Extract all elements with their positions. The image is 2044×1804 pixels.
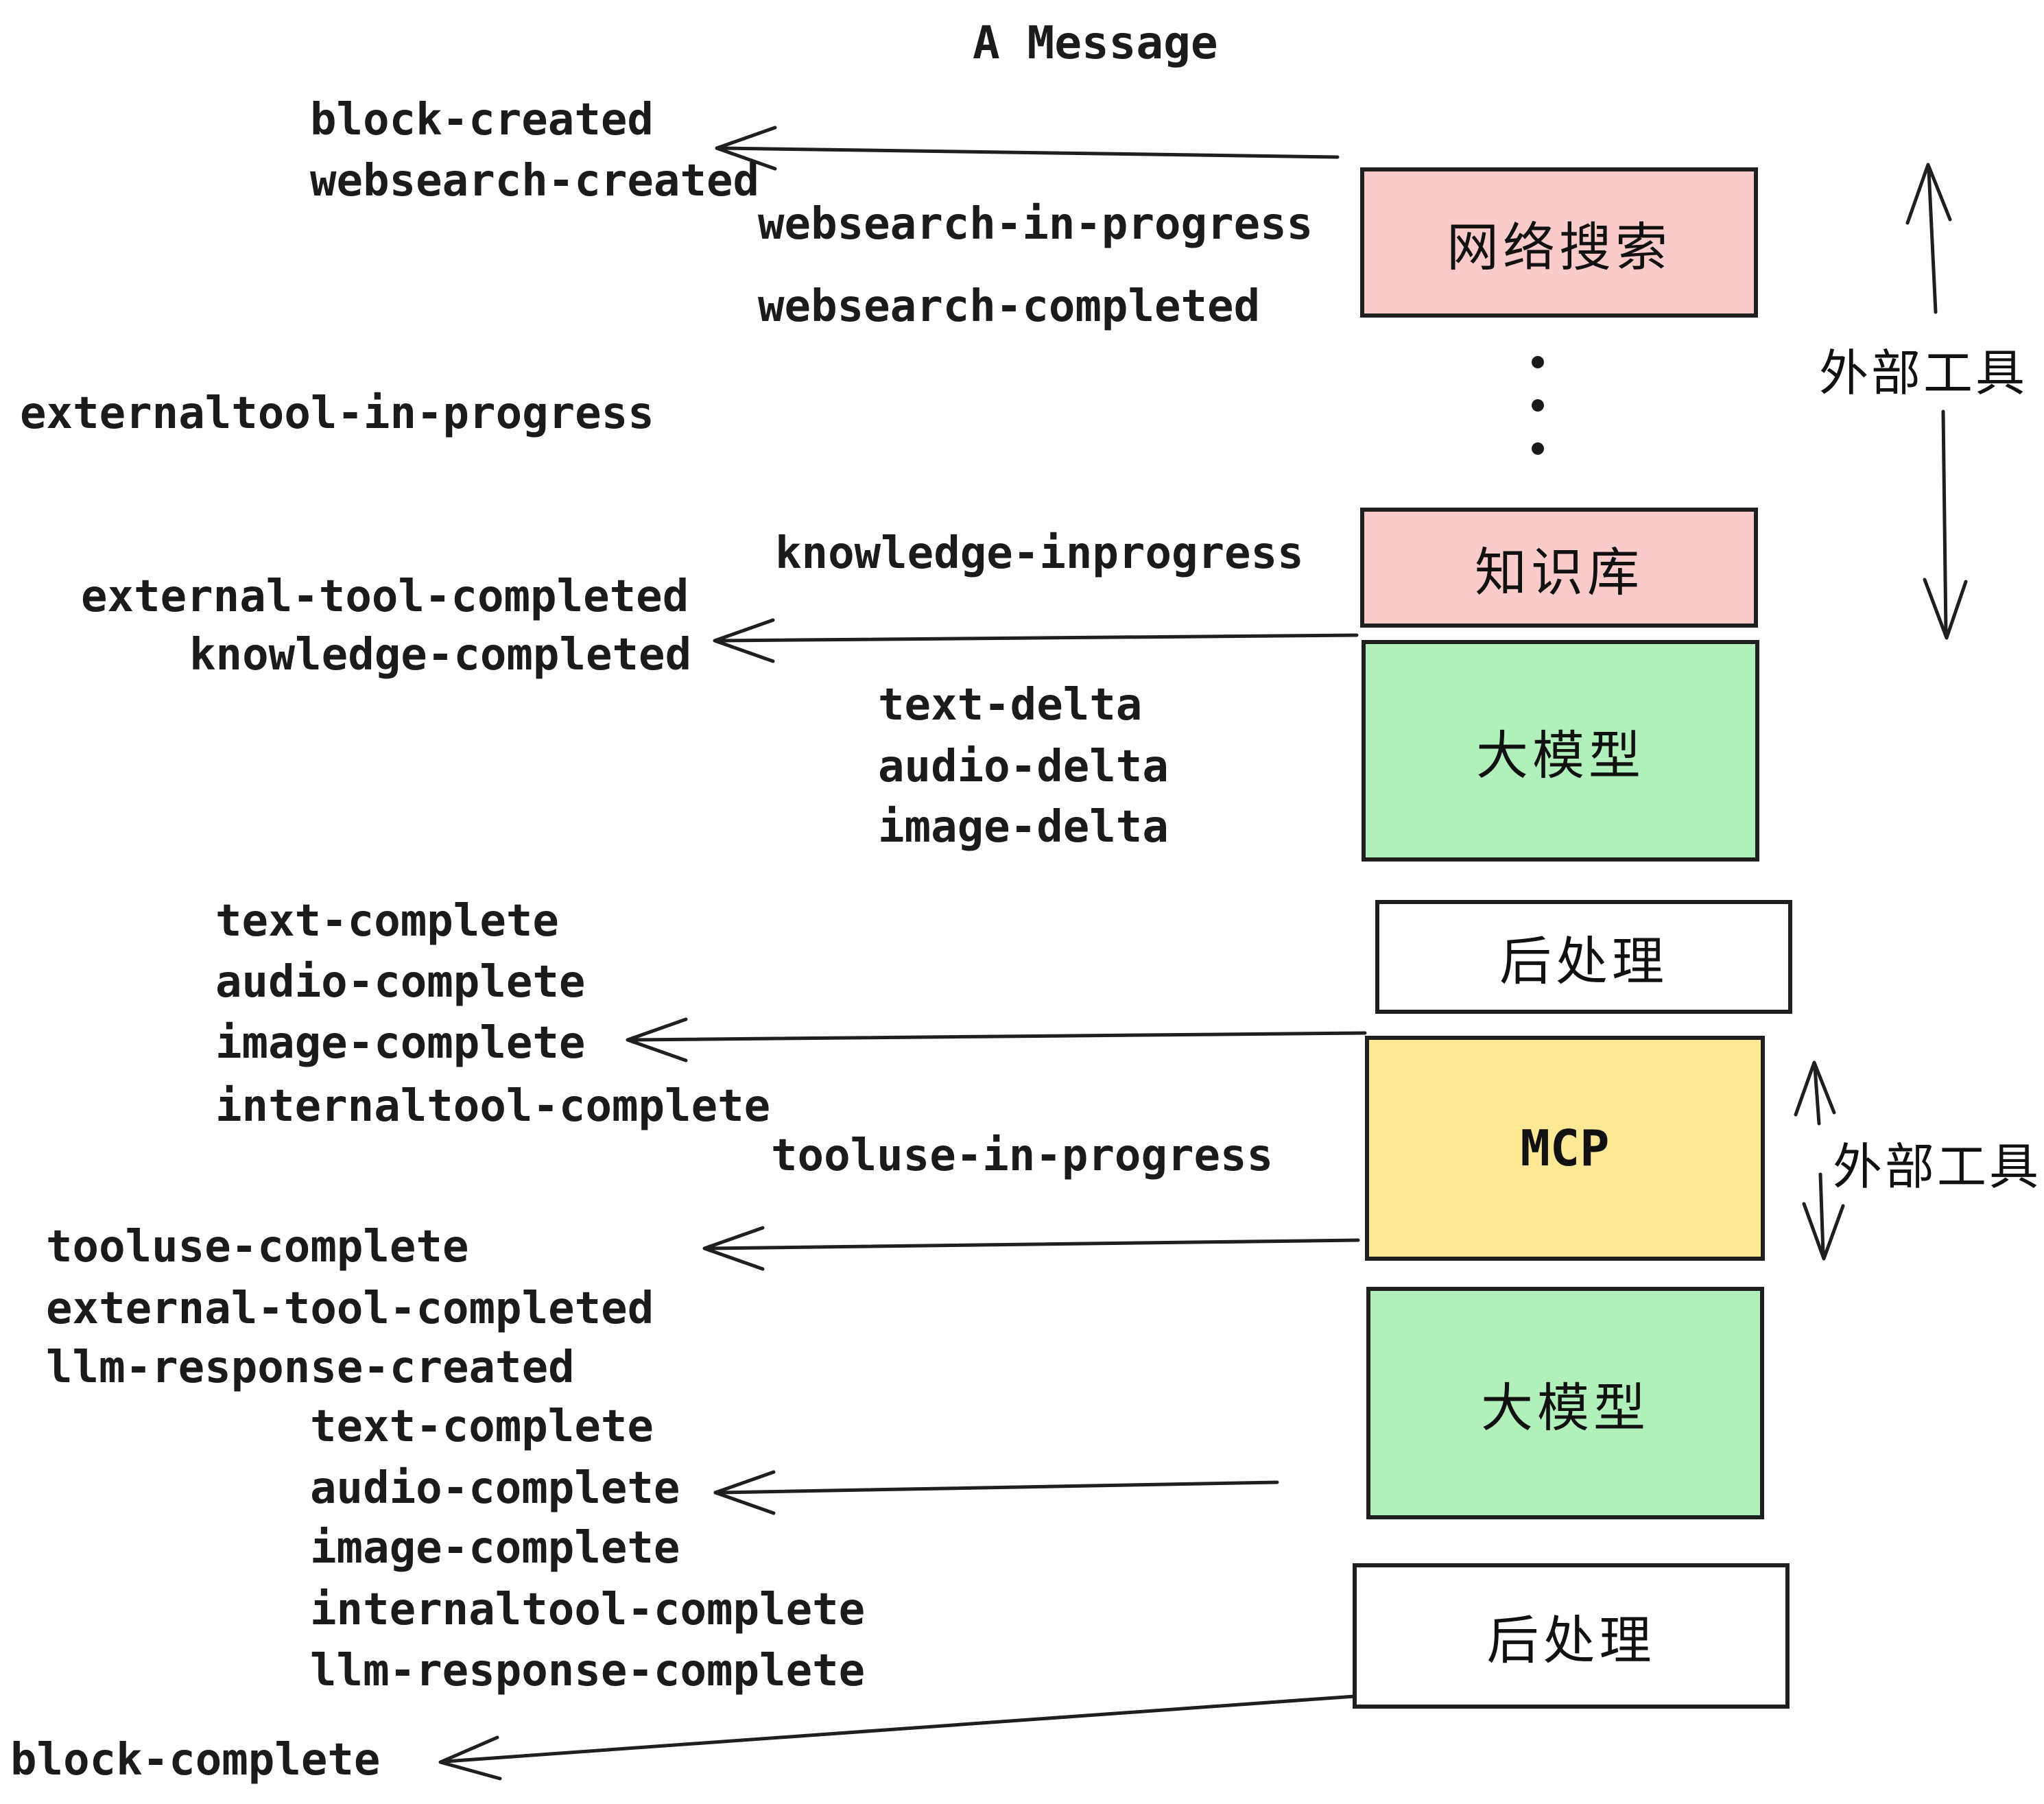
box-post-process-2: 后处理 — [1353, 1563, 1790, 1709]
box-llm-1-label: 大模型 — [1476, 724, 1645, 786]
external-tools-mcp-up-arrow — [1794, 1060, 1836, 1126]
event-label-audio-complete-1: audio-complete — [215, 957, 586, 1008]
external-tools-mcp-label: 外部工具 — [1833, 1138, 2042, 1196]
arrow-to-image-complete — [626, 1017, 1367, 1063]
event-label-audio-delta-1: audio-delta — [878, 741, 1169, 792]
event-label-websearch-completed: websearch-completed — [758, 281, 1261, 332]
event-label-text-complete-1: text-complete — [215, 896, 559, 947]
external-tools-top-label: 外部工具 — [1819, 344, 2028, 402]
box-mcp: MCP — [1365, 1036, 1765, 1261]
event-label-tooluse-complete: tooluse-complete — [46, 1222, 469, 1272]
event-label-websearch-in-progress: websearch-in-progress — [758, 199, 1314, 250]
event-label-text-delta-1: text-delta — [878, 680, 1143, 731]
box-post-process-2-label: 后处理 — [1486, 1610, 1656, 1671]
arrow-to-knowledge-completed — [713, 618, 1359, 663]
arrow-to-block-created — [715, 126, 1340, 171]
box-websearch: 网络搜索 — [1360, 167, 1758, 318]
box-post-process-1-label: 后处理 — [1499, 931, 1668, 992]
event-label-internaltool-complete-1: internaltool-complete — [215, 1081, 771, 1132]
event-label-tooluse-in-progress: tooluse-in-progress — [771, 1130, 1274, 1181]
box-websearch-label: 网络搜索 — [1447, 216, 1672, 278]
external-tools-top-down-arrow — [1923, 410, 1968, 640]
arrow-to-audio-complete — [713, 1470, 1279, 1515]
event-label-knowledge-inprogress: knowledge-inprogress — [775, 528, 1304, 579]
box-knowledge-base: 知识库 — [1360, 508, 1758, 628]
event-label-external-tool-completed: external-tool-completed — [81, 571, 689, 622]
arrow-to-tooluse-complete — [702, 1226, 1360, 1271]
box-llm-2-label: 大模型 — [1481, 1377, 1650, 1438]
event-label-llm-response-complete: llm-response-complete — [310, 1646, 866, 1696]
external-tools-top-up-arrow — [1905, 163, 1952, 314]
event-label-websearch-created: websearch-created — [310, 156, 760, 206]
box-post-process-1: 后处理 — [1375, 900, 1792, 1014]
box-llm-1: 大模型 — [1362, 640, 1759, 862]
page-title: A Message — [973, 16, 1218, 69]
arrow-to-block-complete — [438, 1694, 1357, 1781]
box-llm-2: 大模型 — [1366, 1287, 1764, 1519]
vertical-ellipsis-icon — [1532, 356, 1544, 455]
event-label-text-complete-2: text-complete — [310, 1401, 654, 1452]
event-label-externaltool-in-progress: externaltool-in-progress — [20, 388, 654, 439]
event-label-audio-complete-2: audio-complete — [310, 1463, 680, 1514]
event-label-block-created: block-created — [310, 95, 654, 145]
event-label-external-tool-completed-2: external-tool-completed — [46, 1283, 654, 1334]
event-label-llm-response-created: llm-response-created — [46, 1342, 575, 1393]
box-knowledge-base-label: 知识库 — [1475, 541, 1643, 603]
event-label-image-complete-2: image-complete — [310, 1523, 680, 1574]
event-label-knowledge-completed: knowledge-completed — [189, 630, 692, 680]
event-label-image-delta-1: image-delta — [878, 802, 1169, 853]
event-label-image-complete-1: image-complete — [215, 1018, 586, 1069]
box-mcp-label: MCP — [1520, 1119, 1610, 1177]
event-label-internaltool-complete-2: internaltool-complete — [310, 1585, 866, 1635]
event-label-block-complete: block-complete — [10, 1735, 381, 1785]
